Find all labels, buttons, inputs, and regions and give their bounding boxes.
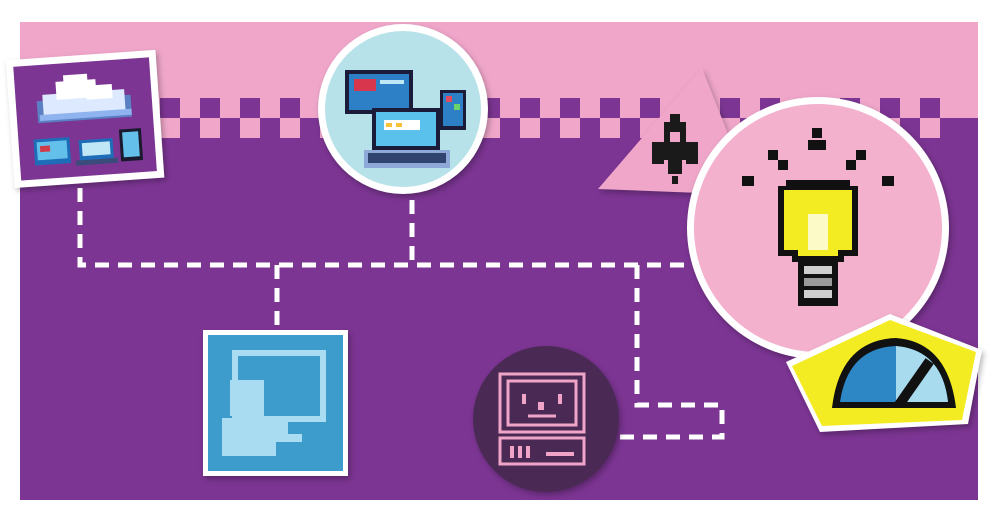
cloud-icon <box>36 73 133 124</box>
checker-square <box>600 118 620 138</box>
checker-square <box>200 118 220 138</box>
checker-square <box>300 98 320 118</box>
checker-square <box>560 118 580 138</box>
checker-square <box>540 98 560 118</box>
checker-square <box>720 98 740 118</box>
checker-square <box>500 118 520 138</box>
checker-square <box>260 98 280 118</box>
checker-square <box>940 118 960 138</box>
checker-square <box>220 118 240 138</box>
checker-square <box>580 118 600 138</box>
rocket-icon <box>652 114 698 184</box>
user-monitor-icon <box>222 350 326 456</box>
checker-square <box>880 98 900 118</box>
checker-square <box>540 118 560 138</box>
checker-square <box>160 118 180 138</box>
checker-square <box>240 98 260 118</box>
checker-square <box>900 98 920 118</box>
connector-cloud <box>77 188 700 268</box>
checker-square <box>520 98 540 118</box>
retro-computer-sticker <box>473 346 619 492</box>
checker-square <box>180 98 200 118</box>
lightbulb-sticker <box>687 97 949 359</box>
checker-square <box>940 98 960 118</box>
retro-computer-face-icon <box>498 372 586 466</box>
cloud-devices-sticker <box>5 49 165 189</box>
speedometer-icon <box>832 338 956 409</box>
checker-square <box>620 98 640 118</box>
checker-square <box>920 118 940 138</box>
checker-square <box>180 118 200 138</box>
checker-square <box>280 98 300 118</box>
checker-square <box>240 118 260 138</box>
connector-computer <box>615 265 725 440</box>
checker-square <box>160 98 180 118</box>
checker-square <box>640 98 660 118</box>
checker-square <box>620 118 640 138</box>
retro-computer-face-bg <box>473 346 619 492</box>
checker-square <box>920 98 940 118</box>
checker-square <box>220 98 240 118</box>
checker-square <box>500 98 520 118</box>
checker-square <box>740 98 760 118</box>
gauge-sticker <box>786 314 982 432</box>
checker-square <box>280 118 300 138</box>
user-monitor-sticker <box>203 330 348 476</box>
devices-circle-sticker <box>318 24 488 194</box>
checker-square <box>200 98 220 118</box>
checker-square <box>300 118 320 138</box>
devices-mini-icon <box>33 128 144 166</box>
lightbulb-icon <box>742 128 894 306</box>
checker-square <box>580 98 600 118</box>
checker-square <box>520 118 540 138</box>
laptop-monitor-tablet-icon <box>345 70 466 168</box>
checker-square <box>600 98 620 118</box>
checker-square <box>260 118 280 138</box>
dashed-connectors <box>77 188 725 440</box>
checker-square <box>560 98 580 118</box>
